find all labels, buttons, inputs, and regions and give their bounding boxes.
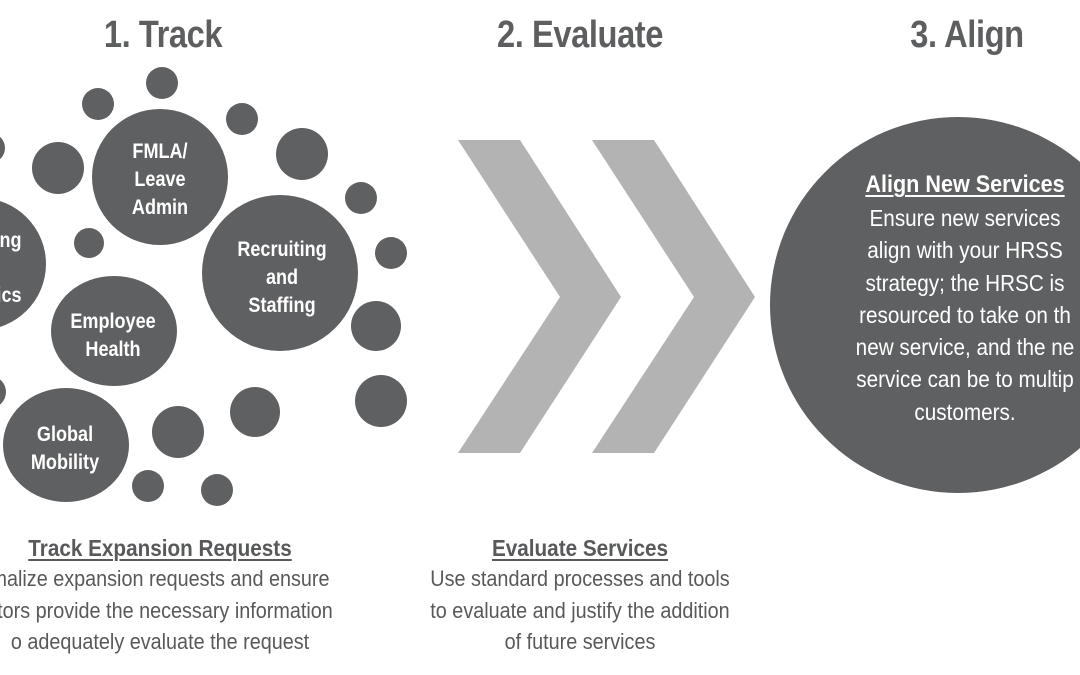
evaluate-caption: Evaluate Services Use standard processes… — [430, 533, 729, 658]
bubble-employee-health — [51, 276, 177, 386]
evaluate-caption-line: of future services — [504, 629, 656, 654]
decorative-dot — [276, 128, 328, 180]
align-text-line: service can be to multip — [856, 366, 1074, 393]
step-heading-evaluate: 2. Evaluate — [496, 14, 664, 56]
bubble-label-employee-health: Employee Health — [70, 308, 155, 364]
align-text-line: strategy; the HRSC is — [865, 269, 1065, 296]
bubble-text-line: Admin — [131, 196, 189, 219]
align-text-line: resourced to take on th — [859, 301, 1071, 328]
evaluate-caption-line: Use standard processes and tools — [430, 566, 730, 591]
evaluate-caption-line: to evaluate and justify the addition — [430, 597, 730, 623]
bubble-text-line: Recruiting — [237, 238, 327, 261]
bubble-label-global-mobility: Global Mobility — [31, 421, 99, 477]
decorative-dot — [230, 387, 280, 437]
align-text-line: customers. — [914, 398, 1016, 425]
decorative-dot — [82, 88, 114, 120]
decorative-dot — [152, 406, 204, 458]
align-text-line: align with your HRSS — [867, 237, 1063, 264]
align-text-block: Align New Services Ensure new services a… — [856, 168, 1075, 428]
decorative-dot — [32, 142, 84, 194]
bubble-partial-left — [0, 201, 46, 327]
align-title: Align New Services — [865, 171, 1065, 198]
bubble-global-mobility — [3, 388, 129, 502]
decorative-dot — [74, 228, 104, 258]
decorative-dot — [0, 136, 5, 160]
decorative-dot — [146, 67, 178, 99]
bubble-text-line: Leave — [134, 168, 186, 191]
track-caption-line: o adequately evaluate the request — [10, 629, 310, 654]
bubble-text-line: Global — [36, 423, 94, 446]
chevron-right-icon — [592, 140, 755, 453]
bubble-label-fmla: FMLA/ Leave Admin — [132, 138, 188, 222]
decorative-dot — [132, 470, 164, 502]
bubble-fmla-leave-admin — [92, 109, 228, 245]
bubble-text-line: FMLA/ — [132, 140, 188, 163]
bubble-label-recruiting: Recruiting and Staffing — [237, 236, 326, 320]
decorative-dot — [355, 375, 407, 427]
decorative-dot — [345, 182, 377, 214]
decorative-dot — [201, 474, 233, 506]
bubble-text-line: Staffing — [248, 294, 316, 317]
bubble-recruiting-staffing — [202, 195, 358, 351]
decorative-dot — [0, 379, 6, 405]
decorative-dot — [351, 301, 401, 351]
align-text-line: new service, and the ne — [855, 334, 1075, 361]
track-caption-title: Track Expansion Requests — [28, 535, 292, 561]
double-chevron-right-icon — [458, 140, 755, 453]
bubble-text-line: Health — [85, 338, 141, 361]
step-heading-align: 3. Align — [910, 14, 1024, 56]
evaluate-caption-title: Evaluate Services — [491, 535, 669, 561]
track-caption: Track Expansion Requests malize expansio… — [0, 533, 333, 658]
bubble-label-partial: ing ics — [0, 213, 22, 323]
decorative-dot — [375, 237, 407, 269]
bubble-text-line: Employee — [70, 310, 156, 333]
step-heading-track: 1. Track — [103, 14, 223, 56]
bubble-text-line: Mobility — [30, 451, 100, 474]
bubble-text-line: ing — [0, 229, 22, 252]
bubble-text-line: and — [265, 266, 299, 289]
track-caption-line: malize expansion requests and ensure — [0, 566, 330, 591]
track-caption-line: stors provide the necessary information — [0, 597, 333, 623]
track-bubble-cluster — [0, 67, 407, 506]
decorative-dot — [226, 103, 258, 135]
align-text-line: Ensure new services — [869, 205, 1061, 231]
align-circle — [770, 117, 1080, 493]
chevron-right-icon — [458, 140, 621, 453]
bubble-text-line: ics — [0, 284, 22, 307]
